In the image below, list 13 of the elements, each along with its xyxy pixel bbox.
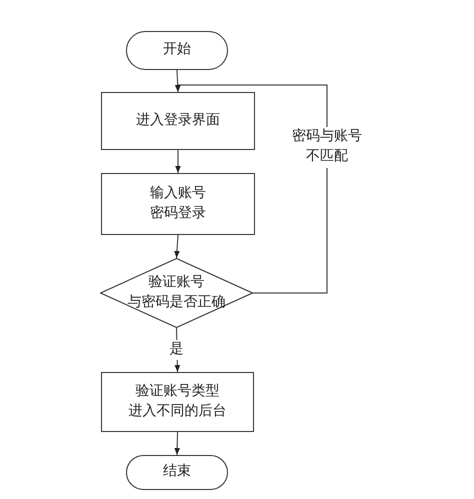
edge-label: 密码与账号不匹配 [290,127,364,168]
arrow [174,70,180,92]
decision-diamond: 验证账号与密码是否正确 [100,258,253,328]
process-box: 验证账号类型进入不同的后台 [101,372,254,432]
edge-label: 是 [168,340,186,360]
end-terminal: 结束 [126,455,228,490]
arrow [175,150,181,174]
start-terminal: 开始 [126,31,228,70]
arrow [174,234,180,258]
process-box: 进入登录界面 [101,92,255,150]
process-box: 输入账号密码登录 [101,173,255,235]
arrow [174,432,180,456]
arrow [175,84,328,294]
